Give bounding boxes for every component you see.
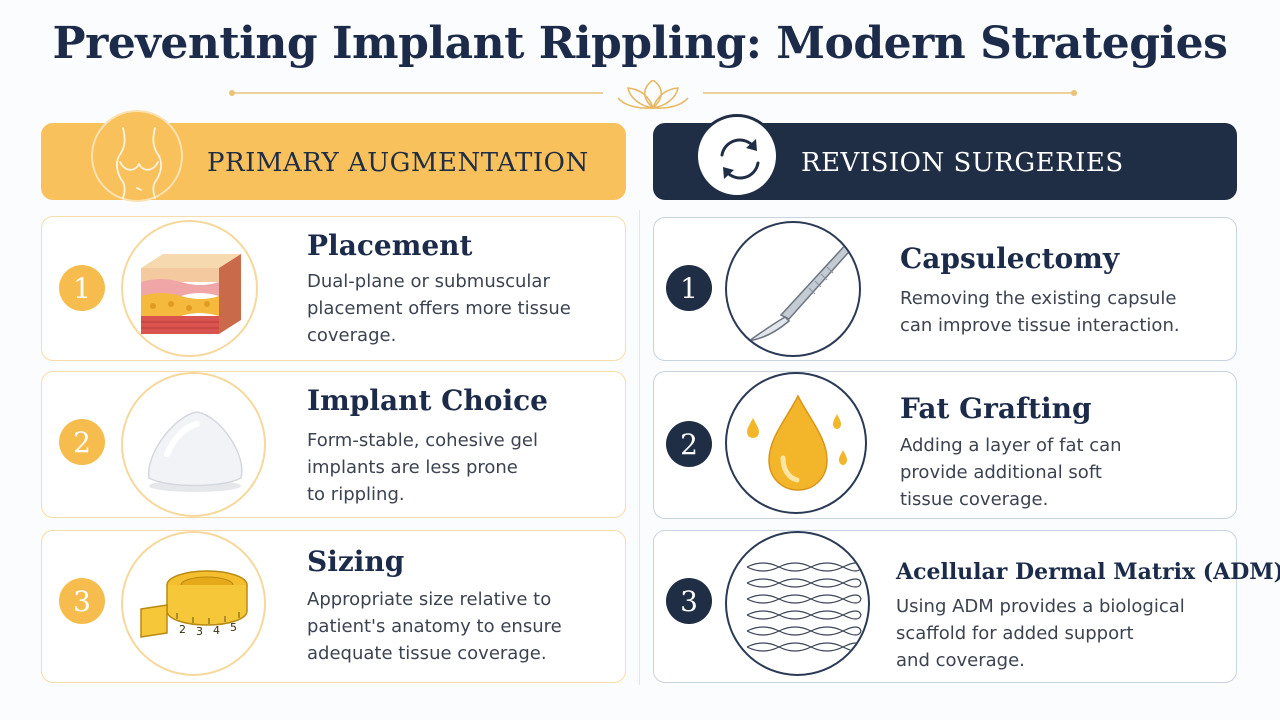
scalpel-icon — [725, 221, 861, 357]
card-description: Removing the existing capsule can improv… — [900, 288, 1180, 336]
primary-augmentation-header: PRIMARY AUGMENTATION — [41, 110, 626, 202]
card-title: Fat Grafting — [900, 392, 1092, 425]
step-number: 3 — [666, 578, 712, 624]
capsulectomy-card: 1 Capsulectomy Removing the existing cap… — [653, 217, 1237, 361]
sizing-card: 3 2 3 4 5 Sizing Appropriate size relati… — [41, 530, 626, 683]
ornament-divider — [229, 80, 1077, 110]
mesh-icon — [725, 531, 870, 676]
refresh-icon — [695, 114, 779, 198]
tape-mark: 3 — [196, 625, 203, 638]
card-description: Adding a layer of fat can provide additi… — [900, 435, 1122, 510]
card-description: Appropriate size relative to patient's a… — [307, 589, 562, 664]
card-title: Acellular Dermal Matrix (ADM) — [896, 559, 1280, 585]
placement-card: 1 Placement Dual-plane or submuscular pl… — [41, 216, 626, 361]
card-title: Placement — [307, 229, 473, 262]
revision-surgeries-header: REVISION SURGERIES — [653, 114, 1237, 200]
fat-grafting-card: 2 Fat Grafting Adding a layer of fat can… — [653, 371, 1237, 519]
step-number: 1 — [59, 265, 105, 311]
step-number: 3 — [59, 578, 105, 624]
implant-icon — [121, 372, 266, 517]
implant-choice-card: 2 Implant Choice Form-stable, cohesive g… — [41, 371, 626, 518]
column-divider — [639, 210, 640, 685]
card-description: Form-stable, cohesive gel implants are l… — [307, 430, 538, 505]
adm-card: 3 Acellular Dermal Matrix (ADM) Using AD… — [653, 530, 1280, 683]
tape-mark: 2 — [179, 623, 186, 636]
card-title: Sizing — [307, 545, 405, 578]
lotus-icon — [617, 80, 689, 110]
step-number: 2 — [666, 421, 712, 467]
step-number: 2 — [59, 419, 105, 465]
card-title: Capsulectomy — [900, 242, 1120, 275]
page-title: Preventing Implant Rippling: Modern Stra… — [52, 18, 1228, 69]
fat-droplet-icon — [725, 372, 867, 514]
primary-augmentation-heading: PRIMARY AUGMENTATION — [207, 148, 589, 178]
tape-mark: 5 — [230, 621, 237, 634]
skin-layers-icon — [121, 220, 258, 357]
card-description: Dual-plane or submuscular placement offe… — [307, 271, 571, 346]
revision-surgeries-heading: REVISION SURGERIES — [801, 148, 1124, 178]
card-description: Using ADM provides a biological scaffold… — [896, 596, 1185, 671]
tape-mark: 4 — [213, 624, 220, 637]
card-title: Implant Choice — [307, 384, 548, 417]
torso-icon — [91, 110, 183, 202]
step-number: 1 — [666, 265, 712, 311]
measuring-tape-icon: 2 3 4 5 — [121, 531, 266, 676]
